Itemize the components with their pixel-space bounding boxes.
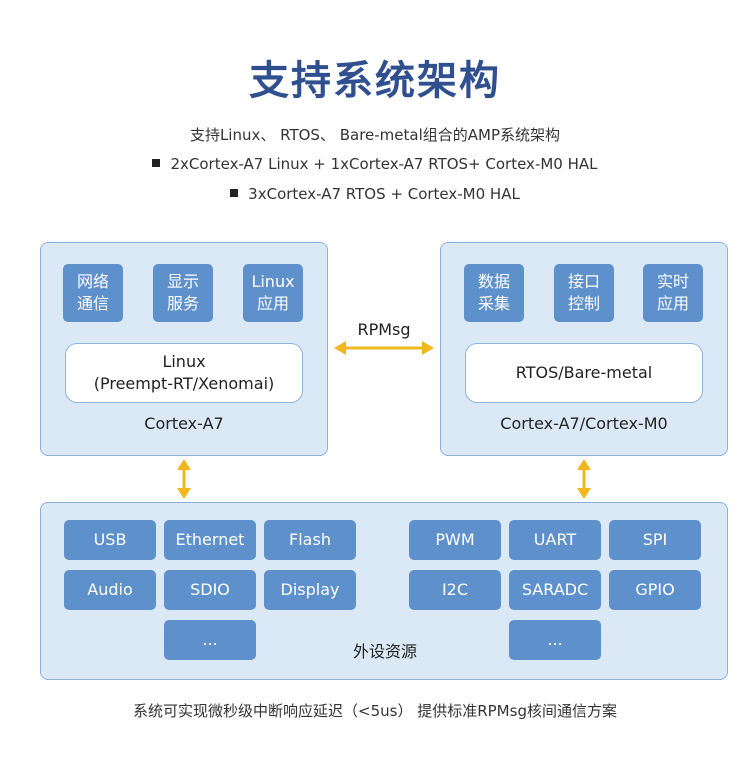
- right-core-label: Cortex-A7/Cortex-M0: [500, 414, 668, 433]
- left-core-label: Cortex-A7: [144, 414, 224, 433]
- peripheral-spi: SPI: [609, 520, 701, 560]
- bullet-text-2: 3xCortex-A7 RTOS + Cortex-M0 HAL: [248, 185, 520, 203]
- peripheral-more-left: ...: [164, 620, 256, 660]
- bullet-square-icon: [230, 189, 239, 197]
- peripheral-gpio: GPIO: [609, 570, 701, 610]
- peripheral-flash: Flash: [264, 520, 356, 560]
- right-core-bus-arrow-icon: [577, 459, 591, 499]
- footer-note: 系统可实现微秒级中断响应延迟（<5us） 提供标准RPMsg核间通信方案: [133, 702, 617, 720]
- peripheral-sdio: SDIO: [164, 570, 256, 610]
- left-core-bus-arrow-icon: [177, 459, 191, 499]
- bullet-text-1: 2xCortex-A7 Linux + 1xCortex-A7 RTOS+ Co…: [170, 155, 598, 173]
- peripheral-i2c: I2C: [409, 570, 501, 610]
- subtitle: 支持Linux、 RTOS、 Bare-metal组合的AMP系统架构: [189, 126, 561, 144]
- linux-os-box: Linux (Preempt-RT/Xenomai): [65, 343, 303, 403]
- peripheral-more-right: ...: [509, 620, 601, 660]
- service-tile-data-acquisition: 数据 采集: [464, 264, 524, 322]
- service-tile-interface-control: 接口 控制: [554, 264, 614, 322]
- peripheral-usb: USB: [64, 520, 156, 560]
- rpmsg-label: RPMsg: [357, 320, 411, 339]
- peripherals-label: 外设资源: [352, 642, 417, 661]
- rtos-os-box: RTOS/Bare-metal: [465, 343, 703, 403]
- service-tile-display: 显示 服务: [153, 264, 213, 322]
- service-tile-linux-app: Linux 应用: [243, 264, 303, 322]
- peripheral-uart: UART: [509, 520, 601, 560]
- peripheral-display: Display: [264, 570, 356, 610]
- service-tile-realtime-app: 实时 应用: [643, 264, 703, 322]
- bullet-square-icon: [152, 159, 161, 167]
- peripheral-saradc: SARADC: [509, 570, 601, 610]
- bullet-line-1: 2xCortex-A7 Linux + 1xCortex-A7 RTOS+ Co…: [0, 155, 750, 173]
- peripheral-ethernet: Ethernet: [164, 520, 256, 560]
- service-tile-network: 网络 通信: [63, 264, 123, 322]
- peripheral-pwm: PWM: [409, 520, 501, 560]
- page-title: 支持系统架构: [249, 58, 501, 104]
- peripheral-audio: Audio: [64, 570, 156, 610]
- rpmsg-double-arrow-icon: [334, 341, 434, 355]
- bullet-line-2: 3xCortex-A7 RTOS + Cortex-M0 HAL: [0, 185, 750, 203]
